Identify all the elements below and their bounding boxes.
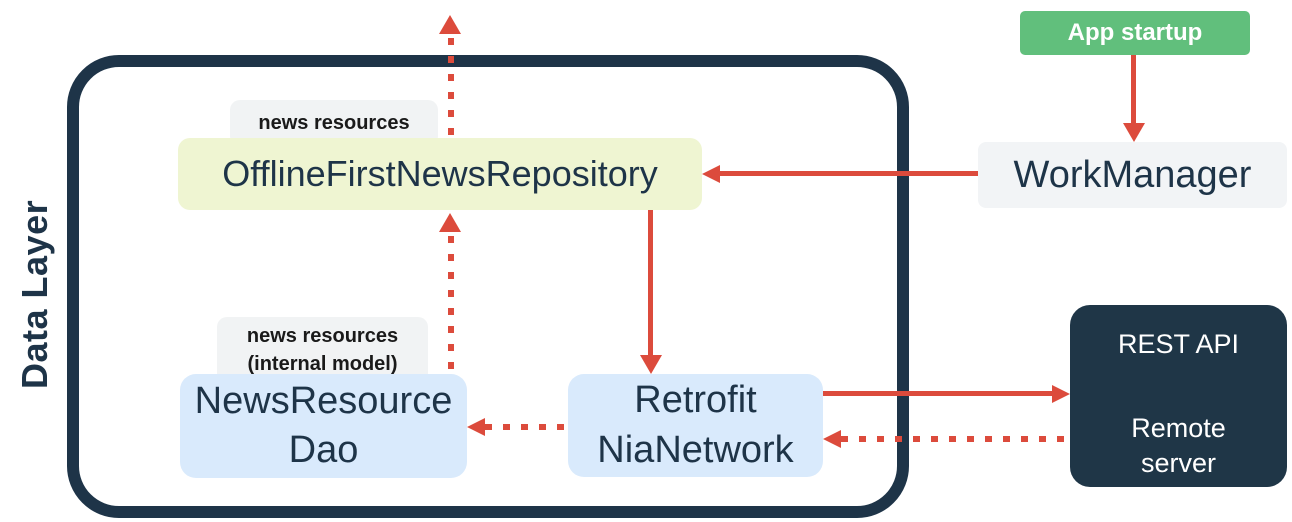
arrow-dao-to-repository-head — [439, 213, 461, 232]
remote-server-line2: server — [1140, 448, 1216, 479]
arrow-network-to-dao-head — [467, 418, 485, 436]
news-resources-internal-tag-line2: (internal model) — [247, 353, 398, 375]
news-resources-tag-text: news resources — [258, 112, 410, 134]
arrow-repository-to-network-head — [640, 355, 662, 374]
arrow-workmanager-to-repository-head — [702, 165, 720, 183]
offline-first-news-repository-node: OfflineFirstNewsRepository — [178, 138, 702, 210]
app-startup-label: App startup — [1067, 19, 1203, 46]
news-resources-internal-tag-line1: news resources — [246, 325, 399, 347]
news-resource-dao-node: NewsResource Dao — [180, 374, 467, 478]
remote-server-line1: Remote — [1131, 412, 1226, 443]
arrow-network-to-dao-line — [485, 424, 568, 430]
offline-first-news-repository-label: OfflineFirstNewsRepository — [222, 153, 658, 194]
arrow-remote-to-network-head — [823, 430, 841, 448]
remote-server-label: Remote server — [1131, 411, 1226, 482]
arrow-network-to-remote-head — [1052, 385, 1070, 403]
remote-server-node: REST API Remote server — [1070, 305, 1287, 487]
arrow-repository-to-ui-line — [448, 38, 454, 138]
workmanager-node: WorkManager — [978, 142, 1287, 208]
news-resource-dao-line1: NewsResource — [194, 379, 453, 422]
arrow-appstartup-to-workmanager-line — [1131, 55, 1136, 125]
arrow-repository-to-network-line — [648, 210, 653, 357]
arrow-remote-to-network-line — [841, 436, 1070, 442]
news-resource-dao-line2: Dao — [288, 429, 359, 471]
app-startup-node: App startup — [1020, 11, 1250, 55]
arrow-workmanager-to-repository-line — [720, 171, 978, 176]
arrow-appstartup-to-workmanager-head — [1123, 123, 1145, 142]
arrow-repository-to-ui-head — [439, 15, 461, 34]
arrow-dao-to-repository-line — [448, 236, 454, 374]
retrofit-nia-network-line2: NiaNetwork — [597, 428, 794, 471]
retrofit-nia-network-line1: Retrofit — [634, 379, 757, 422]
data-layer-container — [67, 55, 909, 518]
news-resources-internal-tag: news resources (internal model) — [217, 317, 428, 383]
arrow-network-to-remote-line — [823, 391, 1052, 396]
workmanager-label: WorkManager — [1013, 153, 1252, 196]
rest-api-title: REST API — [1117, 329, 1240, 359]
data-layer-label: Data Layer — [14, 199, 55, 389]
retrofit-nia-network-node: Retrofit NiaNetwork — [568, 374, 823, 477]
